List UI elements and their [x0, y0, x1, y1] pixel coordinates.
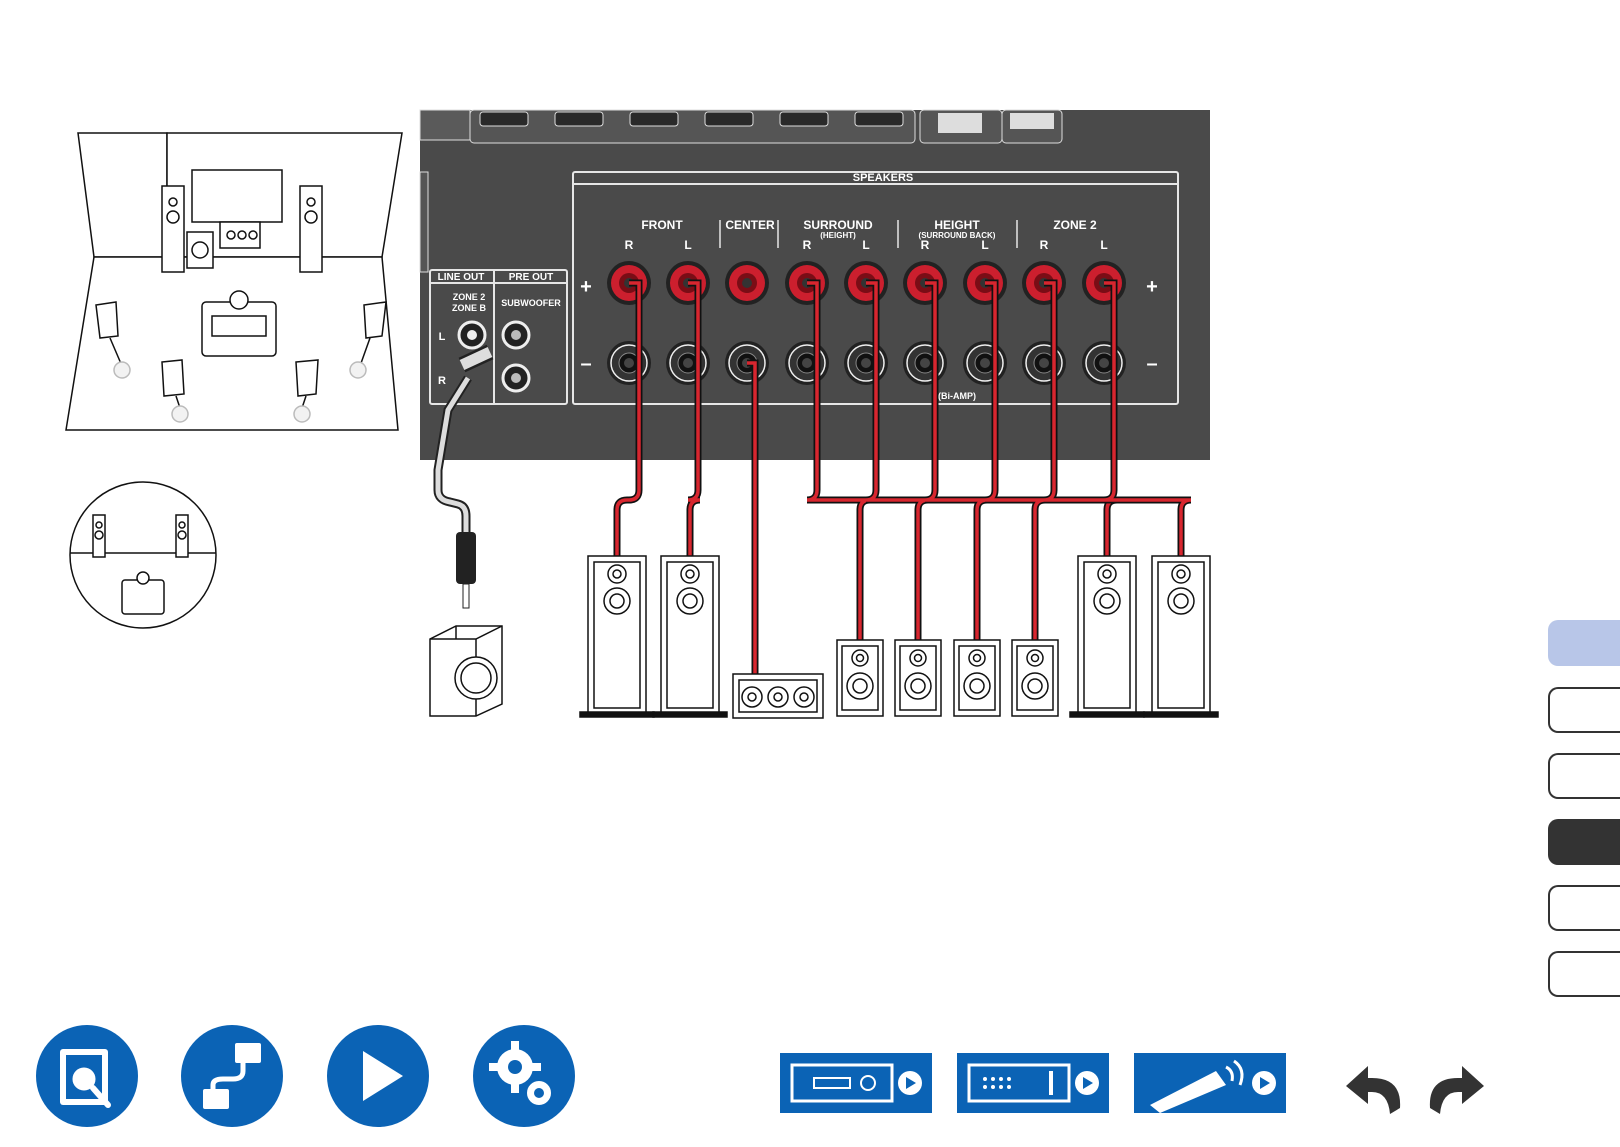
plus-label-left: + [580, 276, 592, 298]
terminal-minus-4 [785, 341, 829, 385]
plus-label-right: + [1146, 276, 1158, 298]
terminal-minus-9 [1082, 341, 1126, 385]
side-tab-2[interactable] [1548, 687, 1620, 733]
back-button[interactable] [1340, 1060, 1410, 1120]
speaker-2-tower [653, 556, 727, 717]
connection-cable-icon [181, 1025, 283, 1127]
channel-letter-8: L [1100, 238, 1107, 252]
play-icon [327, 1025, 429, 1127]
zone2-label: ZONE 2 [453, 292, 486, 302]
pre-out-label: PRE OUT [509, 272, 553, 283]
subwoofer-label: SUBWOOFER [501, 298, 561, 308]
hdmi-port-2 [555, 112, 603, 126]
side-tab-6[interactable] [1548, 951, 1620, 997]
front-panel-icon [780, 1053, 932, 1113]
connection-button[interactable] [181, 1025, 283, 1127]
minus-label-right: – [1146, 353, 1157, 375]
playback-button[interactable] [327, 1025, 429, 1127]
forward-arrow-icon [1420, 1060, 1490, 1120]
rear-panel-button[interactable] [957, 1053, 1109, 1113]
channel-letter-2: L [684, 238, 691, 252]
forward-button[interactable] [1420, 1060, 1490, 1120]
subwoofer-icon [430, 626, 502, 716]
speaker-3-center [733, 674, 823, 718]
group-label-zone2: ZONE 2 [1053, 218, 1097, 232]
manual-search-icon [36, 1025, 138, 1127]
settings-gears-icon [473, 1025, 575, 1127]
front-panel-button[interactable] [780, 1053, 932, 1113]
hdmi-port-1 [480, 112, 528, 126]
terminal-minus-6 [903, 341, 947, 385]
front-right-speaker-icon [300, 186, 322, 272]
channel-letter-4: L [862, 238, 869, 252]
zoneb-label: ZONE B [452, 303, 487, 313]
channel-letter-5: R [921, 238, 930, 252]
terminal-minus-1 [607, 341, 651, 385]
side-tab-4[interactable] [1548, 819, 1620, 865]
line-out-l-label: L [439, 331, 446, 343]
line-out-r-label: R [438, 375, 446, 387]
room-layout-illustration [66, 133, 402, 430]
hdmi-port-5 [780, 112, 828, 126]
manual-search-button[interactable] [36, 1025, 138, 1127]
terminal-plus-3 [725, 261, 769, 305]
side-tab-5[interactable] [1548, 885, 1620, 931]
speaker-6-book [954, 640, 1000, 716]
center-speaker-small-icon [220, 222, 260, 248]
channel-letter-3: R [803, 238, 812, 252]
speaker-8-tower [1070, 556, 1144, 717]
line-out-label: LINE OUT [438, 272, 485, 283]
channel-letter-1: R [625, 238, 634, 252]
speaker-9-tower [1144, 556, 1218, 717]
remote-control-icon [1134, 1053, 1286, 1113]
rear-panel-icon [957, 1053, 1109, 1113]
terminal-minus-8 [1022, 341, 1066, 385]
line-out-l-jack [459, 322, 485, 348]
speaker-5-book [895, 640, 941, 716]
hdmi-port-4 [705, 112, 753, 126]
group-label-surround: SURROUND [803, 218, 873, 232]
hdmi-port-6 [855, 112, 903, 126]
speaker-1-tower [580, 556, 654, 717]
group-label-height: HEIGHT [934, 218, 980, 232]
minus-label-left: – [580, 353, 591, 375]
settings-button[interactable] [473, 1025, 575, 1127]
remote-control-button[interactable] [1134, 1053, 1286, 1113]
group-label-center: CENTER [725, 218, 775, 232]
terminal-minus-5 [844, 341, 888, 385]
channel-letter-6: L [981, 238, 988, 252]
front-left-speaker-icon [162, 186, 184, 272]
channel-letter-7: R [1040, 238, 1049, 252]
subwoofer-jack-bottom [503, 365, 529, 391]
side-tab-3[interactable] [1548, 753, 1620, 799]
subwoofer-jack-top [503, 322, 529, 348]
terminal-minus-2 [666, 341, 710, 385]
terminal-minus-7 [963, 341, 1007, 385]
speakers-title: SPEAKERS [853, 172, 914, 184]
hdmi-port-3 [630, 112, 678, 126]
back-arrow-icon [1340, 1060, 1410, 1120]
side-tab-1[interactable] [1548, 620, 1620, 666]
speakers [580, 556, 1218, 718]
group-label-front: FRONT [641, 218, 683, 232]
group-sub-surround: (HEIGHT) [820, 231, 856, 240]
subwoofer-small-icon [187, 232, 213, 268]
speaker-4-book [837, 640, 883, 716]
height-placement-inset [70, 482, 216, 628]
speaker-7-book [1012, 640, 1058, 716]
bi-amp-label: (Bi-AMP) [938, 391, 976, 401]
